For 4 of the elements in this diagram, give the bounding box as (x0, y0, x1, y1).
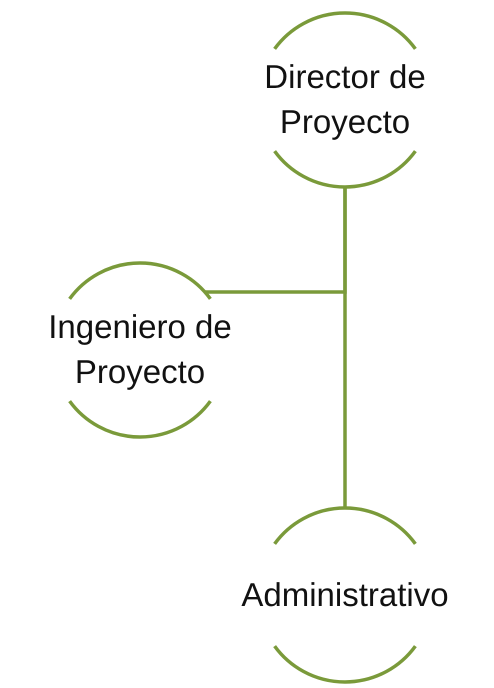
connector-line (204, 187, 347, 294)
node-label: Administrativo (240, 574, 450, 615)
node-label: Ingeniero de Proyecto (47, 307, 233, 392)
node-label: Director de Proyecto (263, 57, 427, 142)
